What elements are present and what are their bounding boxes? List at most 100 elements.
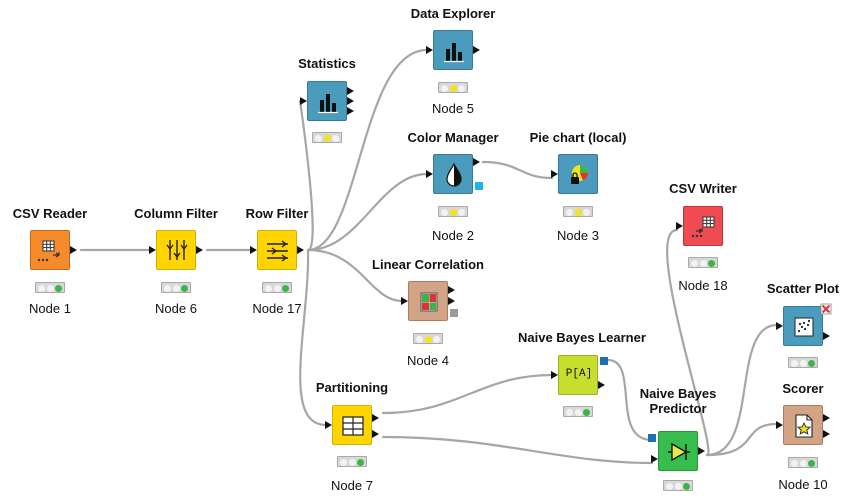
output-port-2[interactable] <box>823 430 830 438</box>
output-port[interactable] <box>598 381 605 389</box>
scorer-icon <box>795 414 813 438</box>
output-port-2[interactable] <box>372 430 379 438</box>
linear-correlation-node-icon[interactable] <box>401 281 458 321</box>
input-port[interactable] <box>676 222 683 230</box>
input-port[interactable] <box>300 97 307 105</box>
statistics-node-icon[interactable] <box>300 81 354 121</box>
partitioning-node-icon[interactable] <box>325 405 379 445</box>
input-port[interactable] <box>776 322 783 330</box>
node-title: CSV Reader <box>12 206 88 221</box>
connection-row-filter-to-color-manager[interactable] <box>306 172 429 252</box>
node-partitioning[interactable]: Partitioning Node 7 <box>292 380 412 493</box>
connection-row-filter-to-partitioning[interactable] <box>299 248 328 427</box>
input-port[interactable] <box>651 455 658 463</box>
node-column-filter[interactable]: Column Filter Node 6 <box>116 206 236 316</box>
output-port[interactable] <box>297 246 304 254</box>
scatter-plot-node-icon[interactable] <box>776 303 832 346</box>
node-title: Partitioning <box>315 380 389 395</box>
input-port[interactable] <box>401 297 408 305</box>
output-port-2[interactable] <box>347 97 354 105</box>
scorer-node-icon[interactable] <box>776 405 830 445</box>
node-color-manager[interactable]: Color Manager Node 2 <box>393 130 513 243</box>
node-naive-bayes-predictor[interactable]: Naive Bayes Predictor <box>618 386 738 491</box>
status-indicator <box>688 257 718 268</box>
pie-chart-node-icon[interactable] <box>551 154 598 194</box>
close-x-icon <box>820 303 832 315</box>
output-port-1[interactable] <box>347 87 354 95</box>
column-filter-node-icon[interactable] <box>149 230 203 270</box>
output-port[interactable] <box>473 158 480 166</box>
node-title: Naive Bayes Predictor <box>618 386 738 416</box>
row-filter-icon <box>267 240 288 262</box>
csv-reader-icon[interactable] <box>30 230 77 270</box>
status-indicator <box>337 456 367 467</box>
column-filter-icon <box>166 240 188 260</box>
connection-partitioning-to-naive-bayes-predictor[interactable] <box>381 435 654 465</box>
node-title: Data Explorer <box>410 6 496 21</box>
connection-naive-bayes-predictor-to-scorer[interactable] <box>705 422 779 457</box>
connection-partitioning-to-naive-bayes-learner[interactable] <box>381 373 554 415</box>
status-indicator <box>161 282 191 293</box>
status-indicator <box>663 480 693 491</box>
output-port[interactable] <box>70 246 77 254</box>
input-port[interactable] <box>325 421 332 429</box>
input-port[interactable] <box>250 246 257 254</box>
output-port-1[interactable] <box>823 414 830 422</box>
node-label: Node 3 <box>557 228 599 243</box>
connection-row-filter-to-data-explorer[interactable] <box>306 48 429 252</box>
connection-row-filter-to-statistics[interactable] <box>298 99 314 252</box>
input-port[interactable] <box>426 170 433 178</box>
node-statistics[interactable]: Statistics <box>267 56 387 143</box>
connection-naive-bayes-predictor-to-scatter-plot[interactable] <box>705 323 779 457</box>
model-input-port[interactable] <box>648 434 656 442</box>
node-title-line1: Naive Bayes <box>639 386 717 401</box>
node-pie-chart[interactable]: Pie chart (local) Node 3 <box>518 130 638 243</box>
color-manager-node-icon[interactable] <box>426 154 483 194</box>
status-indicator <box>788 357 818 368</box>
node-linear-correlation[interactable]: Linear Correlation Node 4 <box>368 257 488 368</box>
status-indicator <box>262 282 292 293</box>
node-row-filter[interactable]: Row Filter Node 17 <box>217 206 337 316</box>
color-output-port[interactable] <box>475 182 483 190</box>
node-data-explorer[interactable]: Data Explorer Node 5 <box>393 6 513 116</box>
connection-color-manager-to-pie-chart[interactable] <box>481 160 554 180</box>
node-title: Column Filter <box>134 206 218 221</box>
status-indicator <box>788 457 818 468</box>
output-port[interactable] <box>823 332 830 340</box>
connection-row-filter-to-linear-correlation[interactable] <box>306 248 404 303</box>
drop-icon <box>446 162 462 187</box>
output-port-1[interactable] <box>448 286 455 294</box>
table-arrow-icon <box>691 216 715 238</box>
naive-bayes-predictor-node-icon[interactable] <box>648 431 705 471</box>
output-port-1[interactable] <box>372 414 379 422</box>
node-scorer[interactable]: Scorer Node 10 <box>743 381 852 492</box>
output-port[interactable] <box>473 46 480 54</box>
gray-output-port[interactable] <box>450 309 458 317</box>
node-csv-reader[interactable]: CSV Reader Node 1 <box>0 206 110 316</box>
output-port[interactable] <box>196 246 203 254</box>
data-explorer-node-icon[interactable] <box>426 30 480 70</box>
input-port[interactable] <box>776 421 783 429</box>
input-port[interactable] <box>551 170 558 178</box>
node-title: Color Manager <box>407 130 499 145</box>
output-port-3[interactable] <box>347 107 354 115</box>
node-title: Linear Correlation <box>372 257 484 272</box>
input-port[interactable] <box>426 46 433 54</box>
row-filter-node-icon[interactable] <box>250 230 304 270</box>
node-label: Node 4 <box>407 353 449 368</box>
csv-writer-node-icon[interactable] <box>676 206 723 246</box>
node-label: Node 1 <box>29 301 71 316</box>
node-title: Pie chart (local) <box>529 130 627 145</box>
connection-naive-bayes-learner-to-naive-bayes-predictor[interactable] <box>606 358 654 442</box>
output-port[interactable] <box>698 447 705 455</box>
connection-naive-bayes-predictor-to-csv-writer[interactable] <box>666 228 710 457</box>
node-csv-writer[interactable]: CSV Writer Node 18 <box>643 181 763 293</box>
input-port[interactable] <box>551 371 558 379</box>
input-port[interactable] <box>149 246 156 254</box>
node-scatter-plot[interactable]: Scatter Plot <box>743 281 852 368</box>
model-output-port[interactable] <box>600 357 608 365</box>
node-naive-bayes-learner[interactable]: Naive Bayes Learner P[A] <box>518 330 646 417</box>
naive-bayes-learner-node-icon[interactable]: P[A] <box>551 355 608 395</box>
output-port-2[interactable] <box>448 297 455 305</box>
